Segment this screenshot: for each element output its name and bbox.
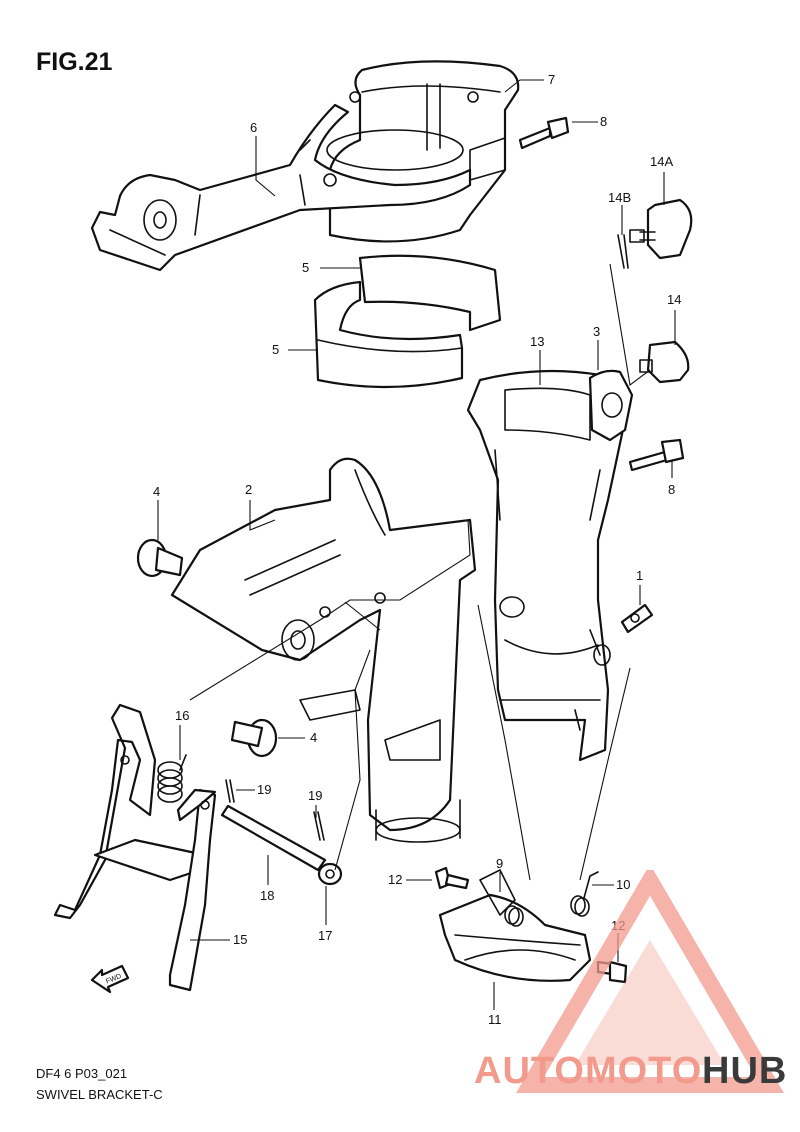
callout-19-left: 19 <box>257 782 271 797</box>
callout-8-lower: 8 <box>668 482 675 497</box>
watermark-text-automoto: AUTOMOTO <box>474 1050 703 1092</box>
part-18-pin <box>220 804 327 872</box>
figure-title: FIG.21 <box>36 48 113 76</box>
part-6-bracket-arm <box>90 103 472 272</box>
callout-5-lower: 5 <box>272 342 279 357</box>
callout-14: 14 <box>667 292 681 307</box>
part-10-spring <box>570 871 599 917</box>
callout-10: 10 <box>616 877 630 892</box>
callout-2: 2 <box>245 482 252 497</box>
callout-13: 13 <box>530 334 544 349</box>
callout-5-upper: 5 <box>302 260 309 275</box>
callout-9: 9 <box>496 856 503 871</box>
part-14b-pin <box>617 234 629 269</box>
callout-4-lower: 4 <box>310 730 317 745</box>
part-14-knob <box>639 340 690 384</box>
part-8-bolt-upper <box>518 116 570 150</box>
part-17-washer <box>317 862 343 886</box>
callout-1: 1 <box>636 568 643 583</box>
callout-18: 18 <box>260 888 274 903</box>
callout-16: 16 <box>175 708 189 723</box>
leader-lines <box>157 79 676 1010</box>
callout-labels: 7 8 6 5 5 14A 14B 14 3 13 8 1 2 4 4 16 1… <box>153 72 681 1027</box>
part-11-stopper-bracket <box>438 869 592 982</box>
callout-7: 7 <box>548 72 555 87</box>
callout-8-upper: 8 <box>600 114 607 129</box>
part-1-grease-fitting <box>620 603 654 634</box>
callout-14b: 14B <box>608 190 631 205</box>
footer-diagram-code: DF4 6 P03_021 <box>36 1066 128 1081</box>
callout-6: 6 <box>250 120 257 135</box>
part-14a-knob <box>629 198 693 260</box>
part-3-swivel-housing <box>466 369 634 762</box>
callout-3: 3 <box>593 324 600 339</box>
fwd-arrow-icon: FWD <box>90 964 130 994</box>
part-2-clamp-bracket <box>170 457 477 843</box>
part-5-bushing-lower <box>313 280 464 389</box>
callout-14a: 14A <box>650 154 673 169</box>
part-15-tilt-lever <box>53 703 217 992</box>
callout-19-right: 19 <box>308 788 322 803</box>
callout-12-left: 12 <box>388 872 402 887</box>
part-8-bolt-lower <box>628 438 685 472</box>
part-4-bolt-lower <box>230 718 278 758</box>
callout-17: 17 <box>318 928 332 943</box>
footer-assembly-name: SWIVEL BRACKET-C <box>36 1087 163 1102</box>
part-19-cotter-left <box>225 779 235 803</box>
callout-11: 11 <box>488 1012 502 1027</box>
watermark-text-hub: HUB <box>702 1050 788 1092</box>
part-19-cotter-right <box>313 811 325 841</box>
part-9-spring <box>504 905 524 927</box>
part-7-upper-clamp <box>326 60 520 243</box>
warning-triangle-icon <box>516 864 784 1093</box>
watermark-logo: AUTOMOTO HUB <box>470 864 800 1132</box>
part-12-bolt-left <box>434 866 470 890</box>
callout-15: 15 <box>233 932 247 947</box>
part-16-spring <box>157 754 187 803</box>
part-4-bolt-upper <box>136 538 184 578</box>
callout-4-upper: 4 <box>153 484 160 499</box>
part-5-bushing-upper <box>358 254 502 332</box>
